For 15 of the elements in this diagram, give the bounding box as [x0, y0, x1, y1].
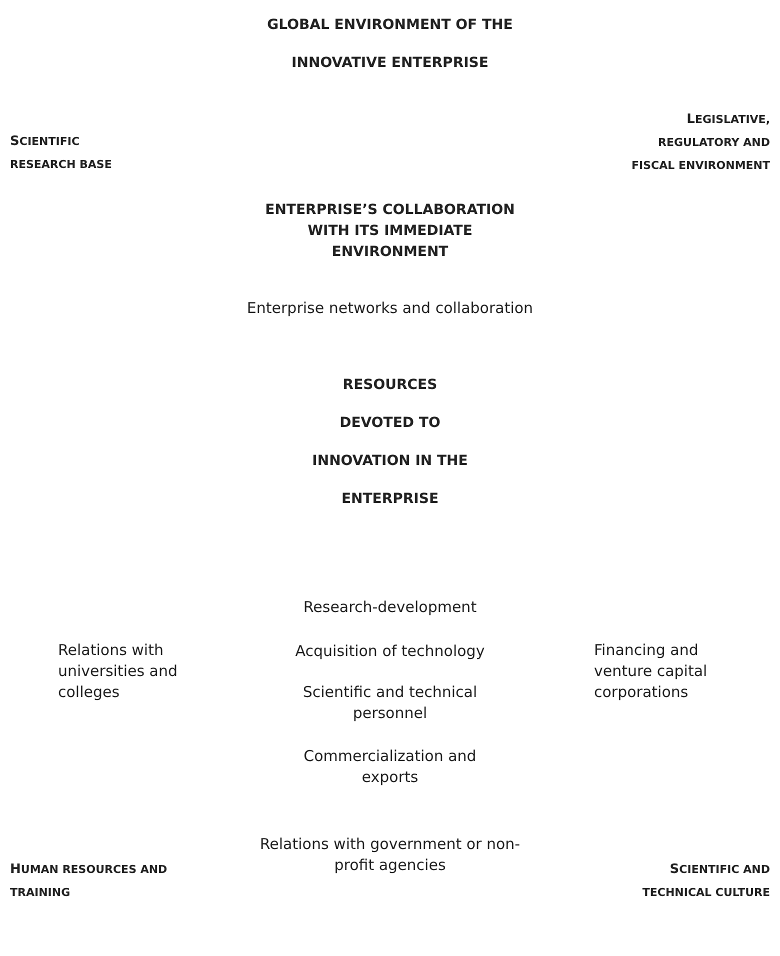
section-heading: ENTERPRISE’S COLLABORATION WITH ITS IMMEDIATE ENVIRONMENT [264, 201, 516, 262]
item-text: Financing and venture capital corporations [594, 640, 708, 703]
item-text: Relations with government or non-profit agencies [258, 834, 522, 876]
section-heading: LEGISLATIVE, REGULATORY AND FISCAL ENVIRONMENT [630, 111, 770, 174]
section-heading: SCIENTIFIC AND TECHNICAL CULTURE [641, 861, 770, 901]
section-heading: SCIENTIFIC RESEARCH BASE [10, 133, 113, 173]
item-text: Relations with universities and colleges [58, 640, 179, 703]
item-text: Research-development [302, 597, 478, 618]
section-heading: RESOURCES DEVOTED TO INNOVATION IN THE ENTERPRISE [311, 376, 469, 509]
item-text: Acquisition of technology [294, 641, 486, 662]
diagram-title: GLOBAL ENVIRONMENT OF THE INNOVATIVE ENTERPRISE [266, 16, 514, 73]
section-heading: HUMAN RESOURCES AND TRAINING [10, 861, 168, 901]
item-text: Enterprise networks and collaboration [246, 298, 534, 319]
item-text: Scientific and technical personnel [302, 682, 478, 724]
item-text: Commercialization and exports [302, 746, 478, 788]
